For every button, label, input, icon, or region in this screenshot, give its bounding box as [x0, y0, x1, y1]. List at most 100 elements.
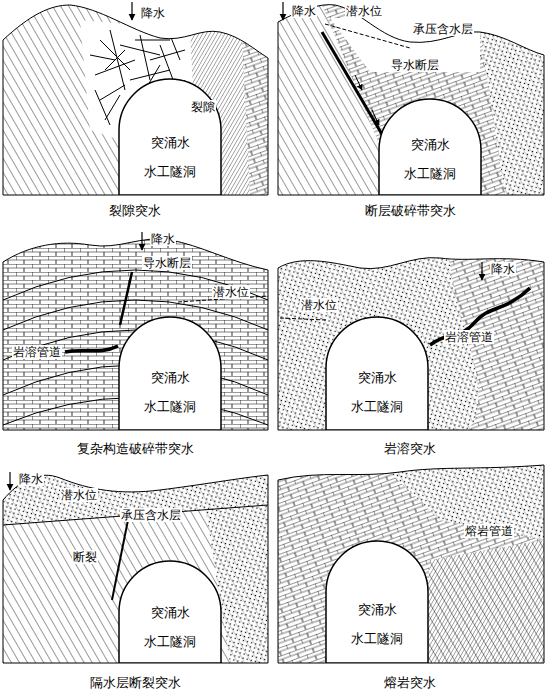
- geology-shape: [280, 318, 326, 320]
- tunnel-label: 水工隧洞: [143, 164, 197, 179]
- geology-shape: [475, 0, 544, 195]
- geology-shape: [355, 75, 362, 90]
- geology-shape: [141, 232, 142, 250]
- geology-shape: [95, 60, 135, 75]
- geology-shape: [240, 0, 268, 195]
- geology-shape: [0, 228, 270, 432]
- feature-label: 潜水位: [212, 285, 250, 299]
- tunnel-section: 突涌水水工隧洞: [325, 540, 429, 663]
- geology-shape: [140, 35, 150, 80]
- geology-shape: [372, 110, 379, 125]
- tunnel-label: 水工隧洞: [350, 631, 404, 646]
- geology-shape: [240, 0, 268, 195]
- geology-shape: [276, 0, 546, 196]
- panel-caption: 复杂构造破碎带突水: [76, 441, 195, 456]
- feature-label: 导水断层: [142, 256, 192, 270]
- geology-shape: [3, 475, 268, 663]
- tunnel-arch: [326, 317, 428, 430]
- feature-label: 岩溶管道: [12, 345, 62, 359]
- tunnel-section: 突涌水水工隧洞: [118, 560, 222, 663]
- geology-shape: [278, 258, 544, 430]
- geology-shape: [420, 540, 544, 663]
- feature-label: 承压含水层: [120, 508, 182, 522]
- tunnel-arch: [119, 561, 221, 663]
- feature-label: 裂隙: [190, 100, 216, 114]
- panel-caption: 裂隙突水: [108, 203, 162, 218]
- geology-shape: [276, 228, 546, 432]
- geology-shape: [276, 463, 546, 665]
- geology-shape: [0, 463, 270, 665]
- inrush-label: 突涌水: [150, 370, 191, 385]
- feature-label: 断裂: [72, 550, 98, 564]
- feature-label: 降水: [291, 4, 317, 18]
- panel-caption: 熔岩突水: [383, 675, 437, 690]
- geology-shape: [380, 463, 544, 540]
- geology-shape: [65, 346, 118, 352]
- geology-shape: [475, 0, 544, 195]
- geology-shape: [90, 55, 115, 60]
- geology-shape: [130, 70, 170, 80]
- tunnel-label: 水工隧洞: [350, 399, 404, 414]
- feature-label: 熔岩管道: [464, 524, 514, 538]
- inrush-label: 突涌水: [357, 370, 398, 385]
- feature-label: 降水: [490, 262, 516, 276]
- geology-shape: [135, 40, 170, 41]
- geology-shape: [330, 18, 480, 72]
- tunnel-section: 突涌水水工隧洞: [325, 316, 429, 430]
- feature-label: 岩溶管道: [444, 330, 494, 344]
- feature-label: 潜水位: [300, 298, 338, 312]
- tunnel-section: 突涌水水工隧洞: [118, 316, 222, 430]
- geology-shape: [278, 5, 544, 195]
- geology-shape: [420, 540, 544, 663]
- panel-caption: 岩溶突水: [383, 441, 437, 456]
- tunnel-section: 突涌水水工隧洞: [118, 78, 222, 195]
- geology-shape: [430, 288, 530, 345]
- feature-label: 潜水位: [345, 4, 383, 18]
- inrush-label: 突涌水: [150, 605, 191, 620]
- inrush-label: 突涌水: [410, 137, 451, 152]
- geology-shape: [131, 2, 132, 20]
- geology-shape: [3, 270, 268, 300]
- geology-shape: [3, 300, 268, 330]
- inrush-label: 突涌水: [150, 135, 191, 150]
- geology-shape: [100, 40, 130, 70]
- geology-shape: [95, 90, 110, 125]
- geology-shape: [110, 30, 125, 90]
- tunnel-arch: [379, 99, 481, 195]
- tunnel-label: 水工隧洞: [143, 399, 197, 414]
- geology-shape: [276, 228, 546, 432]
- feature-label: 降水: [18, 472, 44, 486]
- tunnel-arch: [326, 541, 428, 663]
- geology-shape: [420, 540, 544, 663]
- geology-shape: [0, 463, 270, 665]
- geology-shape: [276, 463, 546, 665]
- tunnel-arch: [119, 317, 221, 430]
- geology-shape: [0, 0, 270, 196]
- geology-shape: [105, 95, 120, 120]
- geology-shape: [0, 228, 270, 432]
- feature-label: 降水: [140, 6, 166, 20]
- geology-shape: [380, 463, 544, 540]
- feature-label: 导水断层: [390, 58, 440, 72]
- tunnel-label: 水工隧洞: [403, 166, 457, 181]
- geology-shape: [3, 239, 268, 430]
- feature-label: 降水: [150, 232, 176, 246]
- geology-shape: [3, 5, 268, 195]
- feature-label: 潜水位: [60, 488, 98, 502]
- geology-shape: [282, 2, 283, 20]
- geology-shape: [325, 24, 410, 48]
- geology-shape: [120, 45, 160, 55]
- geology-shape: [9, 472, 10, 490]
- feature-label: 承压含水层: [412, 22, 474, 36]
- geology-shape: [3, 505, 268, 525]
- geology-shape: [276, 0, 546, 196]
- geology-shape: [100, 85, 125, 100]
- panel-caption: 断层破碎带突水: [364, 203, 457, 218]
- geology-shape: [278, 465, 544, 663]
- tunnel-label: 水工隧洞: [143, 634, 197, 649]
- geology-shape: [0, 0, 270, 196]
- geology-shape: [120, 272, 132, 325]
- panel-caption: 隔水层断裂突水: [89, 675, 182, 690]
